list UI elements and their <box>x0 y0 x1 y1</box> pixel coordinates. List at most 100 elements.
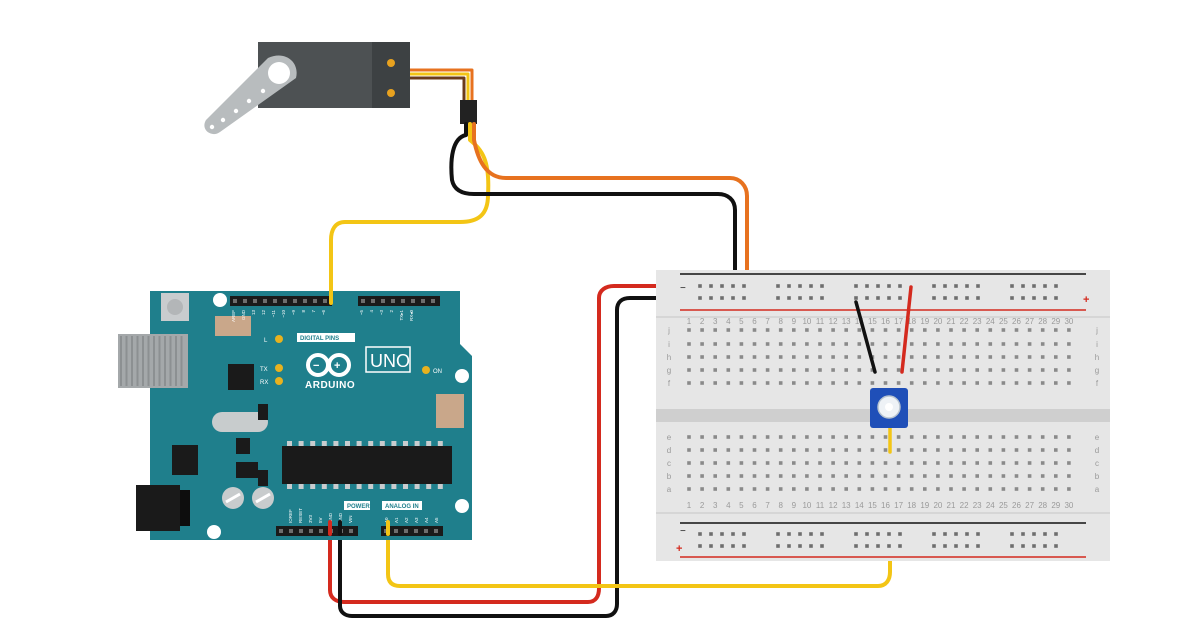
breadboard-hole <box>700 448 704 452</box>
rail-hole <box>820 284 824 288</box>
breadboard-hole <box>870 461 875 465</box>
breadboard-hole <box>1054 328 1058 332</box>
breadboard-hole <box>700 381 704 385</box>
breadboard-hole <box>909 474 914 478</box>
rail-label-minus: − <box>680 526 686 537</box>
breadboard-hole <box>1001 328 1006 332</box>
breadboard-labels: 1122334455667788991010111112121313141415… <box>667 317 1100 510</box>
breadboard-hole <box>896 435 901 439</box>
column-label: 26 <box>1012 317 1021 326</box>
breadboard-hole <box>1054 368 1058 372</box>
breadboard-hole <box>700 342 704 346</box>
breadboard-hole <box>1067 342 1071 346</box>
breadboard-hole <box>1067 368 1071 372</box>
breadboard-hole <box>988 355 993 359</box>
rail-hole <box>976 284 980 288</box>
digital-pin-label: 8 <box>301 310 306 313</box>
wires <box>328 122 892 618</box>
breadboard-hole <box>870 328 875 332</box>
breadboard-hole <box>1001 381 1006 385</box>
rail-hole <box>820 544 824 548</box>
rail-hole <box>720 284 724 288</box>
breadboard-hole <box>687 328 691 332</box>
breadboard-hole <box>818 435 822 439</box>
breadboard-hole <box>700 461 704 465</box>
rail-hole <box>965 544 969 548</box>
header-pin <box>319 529 323 533</box>
breadboard-hole <box>896 381 901 385</box>
column-label: 11 <box>816 501 825 510</box>
rail-hole <box>943 296 947 300</box>
breadboard-hole <box>936 474 940 478</box>
breadboard-hole <box>1027 355 1032 359</box>
breadboard-hole <box>713 461 717 465</box>
analog-label-box <box>382 501 422 510</box>
breadboard-hole <box>1027 487 1032 491</box>
breadboard-hole <box>792 368 796 372</box>
rail-hole <box>965 532 969 536</box>
power-pin-label: GND <box>328 512 333 523</box>
digital-pin-label: AREF <box>231 310 236 322</box>
header-pin <box>401 299 405 303</box>
analog-pin-label: A3 <box>414 517 419 523</box>
breadboard-hole <box>936 342 940 346</box>
breadboard-hole <box>909 328 914 332</box>
breadboard-hole <box>988 328 993 332</box>
column-label: 18 <box>907 317 916 326</box>
breadboard-hole <box>818 474 822 478</box>
rail-hole <box>698 544 702 548</box>
breadboard-hole <box>844 448 848 452</box>
breadboard-hole <box>896 487 901 491</box>
mounting-hole <box>213 293 227 307</box>
breadboard-hole <box>713 381 717 385</box>
column-label: 6 <box>752 501 757 510</box>
rail-hole <box>954 544 958 548</box>
column-label: 19 <box>920 501 929 510</box>
digital-pin-label: 13 <box>251 310 256 316</box>
breadboard-hole <box>1027 381 1032 385</box>
breadboard-hole <box>713 448 717 452</box>
breadboard-hole <box>765 487 770 491</box>
breadboard-hole <box>739 368 744 372</box>
row-label: f <box>668 379 671 388</box>
breadboard-hole <box>700 435 704 439</box>
column-label: 16 <box>881 501 890 510</box>
led-on <box>422 366 430 374</box>
breadboard-hole <box>752 342 757 346</box>
breadboard-hole <box>936 368 940 372</box>
breadboard-hole <box>778 487 783 491</box>
rail-hole <box>898 296 902 300</box>
small-chip <box>236 438 250 454</box>
breadboard-hole <box>778 461 783 465</box>
header-pin <box>421 299 425 303</box>
header-pin <box>414 529 418 533</box>
breadboard-hole <box>752 487 757 491</box>
breadboard-hole <box>765 381 770 385</box>
label-l: L <box>264 338 268 344</box>
breadboard-hole <box>988 381 993 385</box>
atmega-chip-pins <box>287 441 443 489</box>
breadboard-hole <box>818 368 822 372</box>
chip-pin <box>356 441 362 446</box>
rail-hole <box>731 296 735 300</box>
breadboard-hole <box>713 355 717 359</box>
servo-horn-hole <box>246 98 252 104</box>
header-pin <box>404 529 408 533</box>
led-rx <box>275 377 283 385</box>
breadboard-hole <box>844 461 848 465</box>
breadboard-hole <box>831 487 835 491</box>
column-label: 10 <box>802 501 811 510</box>
rail-hole <box>943 544 947 548</box>
header-pin <box>273 299 277 303</box>
breadboard-hole <box>687 474 691 478</box>
atmega-chip <box>282 446 452 484</box>
breadboard-hole <box>962 355 966 359</box>
breadboard-hole <box>739 381 744 385</box>
usb-ridge <box>169 336 172 386</box>
breadboard-hole <box>1014 435 1019 439</box>
rail-hole <box>776 544 780 548</box>
breadboard-hole <box>949 448 953 452</box>
chip-pin <box>391 484 397 489</box>
breadboard-hole <box>857 448 862 452</box>
rail-hole <box>965 284 969 288</box>
